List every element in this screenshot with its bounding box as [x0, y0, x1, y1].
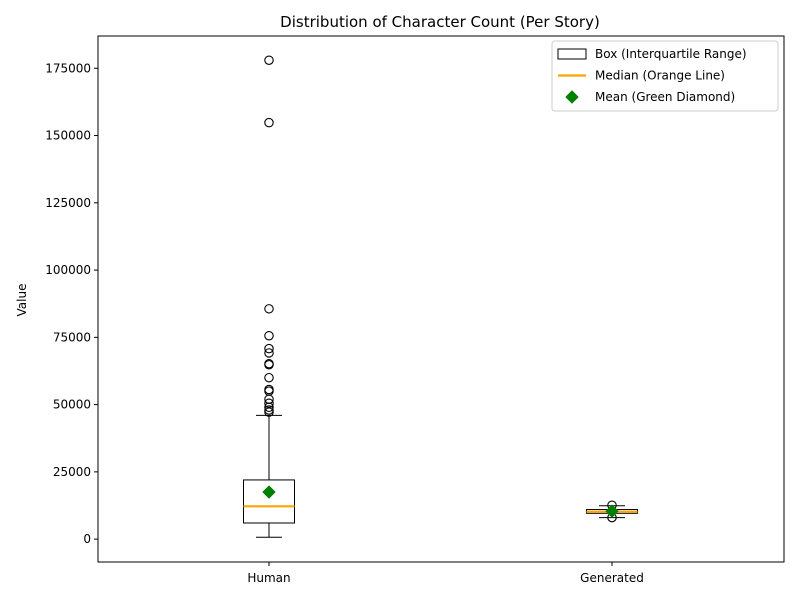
- legend-entry-label: Mean (Green Diamond): [595, 90, 735, 104]
- legend-box-swatch: [557, 48, 587, 60]
- outlier-point: [264, 117, 274, 128]
- y-tick-label: 25000: [53, 465, 91, 479]
- legend: Box (Interquartile Range) Median (Orange …: [551, 40, 779, 112]
- legend-mean-swatch: [565, 90, 579, 104]
- outlier-point: [264, 330, 274, 341]
- outlier-point: [264, 55, 274, 65]
- x-tick-label: Generated: [580, 571, 644, 585]
- outlier-point: [264, 407, 274, 417]
- outlier-point: [264, 304, 274, 314]
- outlier-point: [264, 343, 274, 354]
- y-tick-label: 125000: [45, 196, 91, 210]
- outlier-point: [264, 402, 274, 413]
- x-tick-label: Human: [247, 571, 290, 585]
- outlier-point: [264, 360, 274, 370]
- y-tick-label: 50000: [53, 398, 91, 412]
- mean-marker: [605, 504, 619, 518]
- y-axis-label: Value: [15, 284, 29, 317]
- y-tick-label: 75000: [53, 330, 91, 344]
- mean-marker: [262, 485, 276, 499]
- y-tick-label: 150000: [45, 129, 91, 143]
- plot-area: 0 25000 50000 75000 100000 125000 150000 175000…: [45, 35, 785, 585]
- y-tick-label: 0: [83, 532, 91, 546]
- outlier-point: [264, 372, 274, 383]
- outlier-point: [264, 348, 274, 358]
- y-tick-label: 100000: [45, 263, 91, 277]
- y-tick-label: 175000: [45, 61, 91, 75]
- legend-frame: [551, 40, 779, 112]
- axes-frame: [97, 35, 785, 563]
- legend-entry-label: Box (Interquartile Range): [595, 47, 747, 61]
- legend-entry-label: Median (Orange Line): [595, 69, 725, 83]
- chart-title: Distribution of Character Count (Per Sto…: [280, 13, 600, 31]
